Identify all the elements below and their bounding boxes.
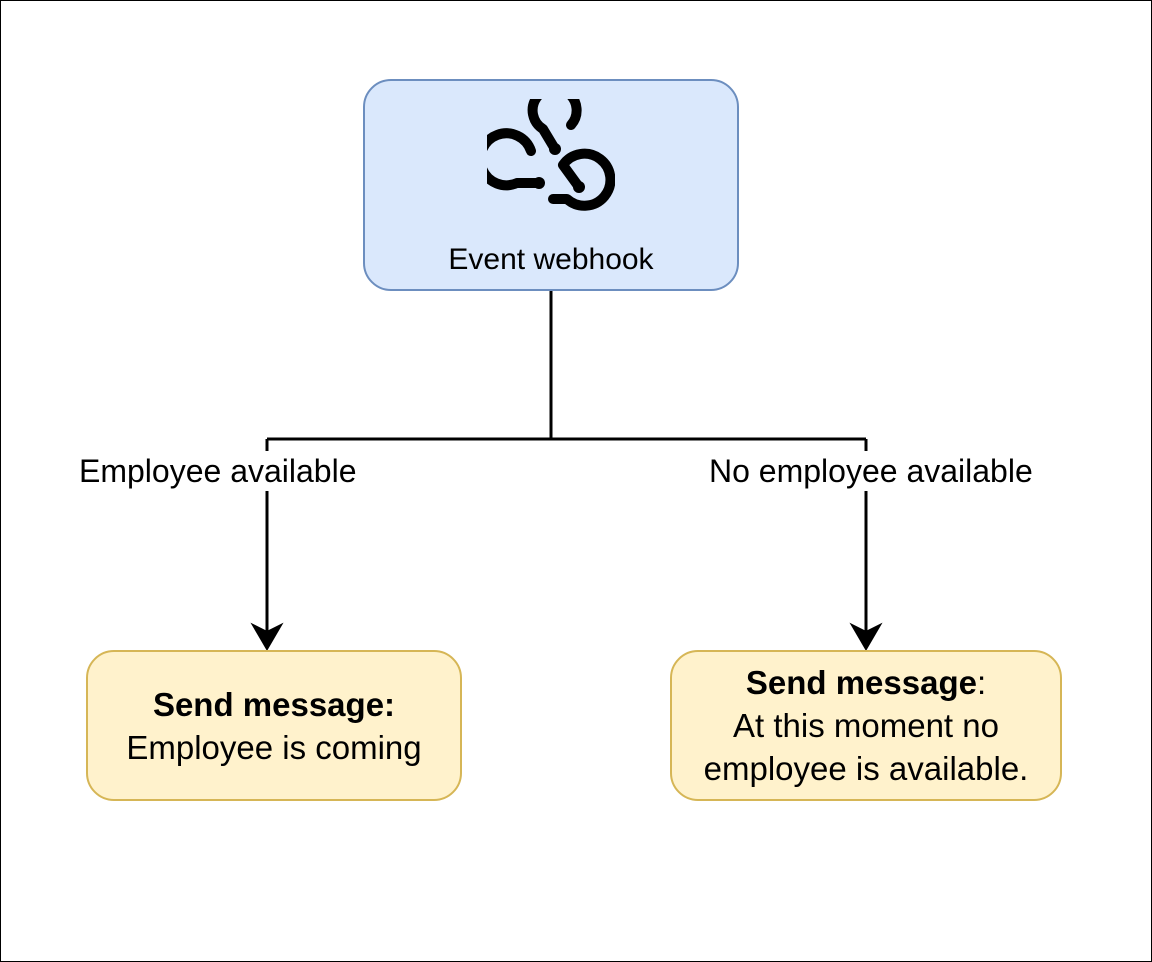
action-title-suffix: : <box>976 664 987 701</box>
condition-employee-available: Employee available <box>77 451 359 491</box>
right-arrowhead <box>849 622 883 651</box>
action-title: Send message <box>745 664 977 701</box>
action-text-line-1: At this moment no <box>733 707 999 744</box>
webhook-icon <box>475 83 616 223</box>
action-title-row: Send message: <box>746 661 986 704</box>
action-text-line-2: employee is available. <box>703 750 1029 787</box>
action-title: Send message: <box>152 685 396 723</box>
send-message-coming-node[interactable]: Send message: Employee is coming <box>86 650 462 801</box>
action-text: Employee is coming <box>126 728 422 766</box>
left-arrowhead <box>250 622 284 651</box>
event-webhook-node[interactable]: Event webhook <box>363 79 739 291</box>
condition-no-employee-available: No employee available <box>707 451 1035 491</box>
send-message-unavailable-node[interactable]: Send message: At this moment no employee… <box>670 650 1062 801</box>
trigger-label: Event webhook <box>448 243 654 276</box>
